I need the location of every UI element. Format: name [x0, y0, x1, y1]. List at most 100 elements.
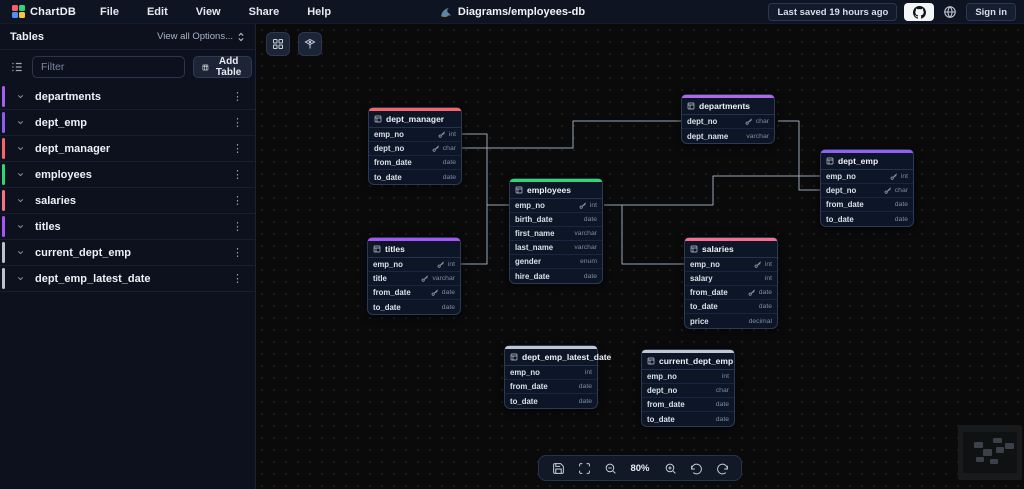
sidebar-item-employees[interactable]: employees⋮ — [0, 162, 255, 188]
sidebar-item-dept_emp_latest_date[interactable]: dept_emp_latest_date⋮ — [0, 266, 255, 292]
sidebar-item-dept_manager[interactable]: dept_manager⋮ — [0, 136, 255, 162]
menu-help[interactable]: Help — [307, 5, 332, 18]
edge-employees.emp_no-to-dept_emp.emp_no[interactable] — [604, 175, 820, 206]
more-options-icon[interactable]: ⋮ — [232, 91, 243, 103]
primary-key-icon — [754, 261, 762, 269]
more-options-icon[interactable]: ⋮ — [232, 143, 243, 155]
highlight-edges-button[interactable] — [298, 32, 322, 56]
edge-titles.emp_no-to-employees.emp_no[interactable] — [461, 204, 509, 265]
view-grid-button[interactable] — [266, 32, 290, 56]
menubar-menus: File Edit View Share Help — [86, 0, 345, 24]
undo-icon — [690, 463, 702, 474]
sidebar-item-titles[interactable]: titles⋮ — [0, 214, 255, 240]
save-button[interactable] — [547, 458, 569, 478]
chevron-down-icon[interactable] — [16, 144, 25, 153]
undo-button[interactable] — [685, 458, 707, 478]
table-header[interactable]: departments — [682, 98, 774, 115]
more-options-icon[interactable]: ⋮ — [232, 221, 243, 233]
sidebar-item-dept_emp[interactable]: dept_emp ⋮ — [0, 110, 255, 136]
sidebar-title: Tables — [10, 30, 45, 43]
table-header[interactable]: current_dept_emp — [642, 353, 734, 370]
redo-button[interactable] — [711, 458, 733, 478]
fit-view-icon — [578, 462, 590, 474]
add-table-button[interactable]: Add Table — [193, 56, 253, 78]
fit-view-button[interactable] — [573, 458, 595, 478]
field-type: date — [441, 289, 455, 296]
filter-input[interactable] — [32, 56, 185, 78]
table-color-stripe — [2, 268, 5, 289]
chevron-down-icon[interactable] — [16, 92, 25, 101]
table-header[interactable]: titles — [368, 241, 460, 258]
more-options-icon[interactable]: ⋮ — [232, 273, 243, 285]
table-header[interactable]: dept_emp_latest_date — [505, 349, 611, 366]
sidebar-item-departments[interactable]: departments ⋮ — [0, 84, 255, 110]
more-options-icon[interactable]: ⋮ — [232, 247, 243, 259]
more-options-icon[interactable]: ⋮ — [232, 195, 243, 207]
primary-key-icon — [431, 289, 439, 297]
chartdb-logo[interactable]: ChartDB — [0, 5, 86, 18]
chevron-down-icon[interactable] — [16, 170, 25, 179]
view-options-select[interactable]: View all Options... — [157, 31, 245, 42]
chevron-down-icon[interactable] — [16, 196, 25, 205]
zoom-in-button[interactable] — [659, 458, 681, 478]
zoom-level[interactable]: 80% — [630, 462, 650, 474]
edge-dept_manager.dept_no-to-departments.dept_no[interactable] — [461, 120, 681, 149]
table-icon — [690, 240, 698, 258]
table-name: departments — [35, 90, 102, 103]
field-type: varchar — [574, 230, 597, 237]
chevron-down-icon[interactable] — [16, 222, 25, 231]
sidebar-item-current_dept_emp[interactable]: current_dept_emp⋮ — [0, 240, 255, 266]
github-button[interactable] — [904, 3, 935, 21]
menu-file[interactable]: File — [100, 5, 119, 18]
table-name: titles — [385, 244, 405, 254]
field-name: emp_no — [647, 372, 677, 381]
edge-dept_manager.emp_no-to-employees.emp_no[interactable] — [461, 133, 509, 206]
table-color-stripe — [369, 108, 461, 111]
menu-share[interactable]: Share — [248, 5, 280, 18]
menu-edit[interactable]: Edit — [146, 5, 168, 18]
zoom-out-button[interactable] — [599, 458, 621, 478]
table-name: dept_emp — [35, 116, 87, 129]
collapse-list-button[interactable] — [10, 60, 24, 74]
more-options-icon[interactable]: ⋮ — [232, 169, 243, 181]
edge-departments.dept_no-to-dept_emp.dept_no[interactable] — [778, 120, 820, 191]
edge-employees.emp_no-to-salaries.emp_no[interactable] — [604, 204, 684, 265]
minimap[interactable] — [958, 425, 1022, 480]
menu-view[interactable]: View — [195, 5, 221, 18]
table-header[interactable]: dept_emp — [821, 153, 913, 170]
more-options-icon[interactable]: ⋮ — [232, 117, 243, 129]
minimap-table-block — [993, 438, 1002, 443]
sign-in-button[interactable]: Sign in — [966, 3, 1016, 21]
updown-chevron-icon — [238, 32, 244, 41]
table-header[interactable]: dept_manager — [369, 111, 461, 128]
sidebar-item-salaries[interactable]: salaries⋮ — [0, 188, 255, 214]
zoom-in-icon — [665, 463, 676, 474]
table-header[interactable]: employees — [510, 182, 602, 199]
field-name: emp_no — [374, 130, 404, 139]
sidebar: Tables View all Options... Add Table dep… — [0, 24, 256, 489]
primary-key-icon — [884, 187, 892, 195]
table-header[interactable]: salaries — [685, 241, 777, 258]
chevron-down-icon[interactable] — [16, 274, 25, 283]
chevron-down-icon[interactable] — [16, 248, 25, 257]
language-button[interactable] — [941, 3, 959, 21]
table-icon — [687, 97, 695, 115]
chevron-down-icon[interactable] — [16, 118, 25, 127]
